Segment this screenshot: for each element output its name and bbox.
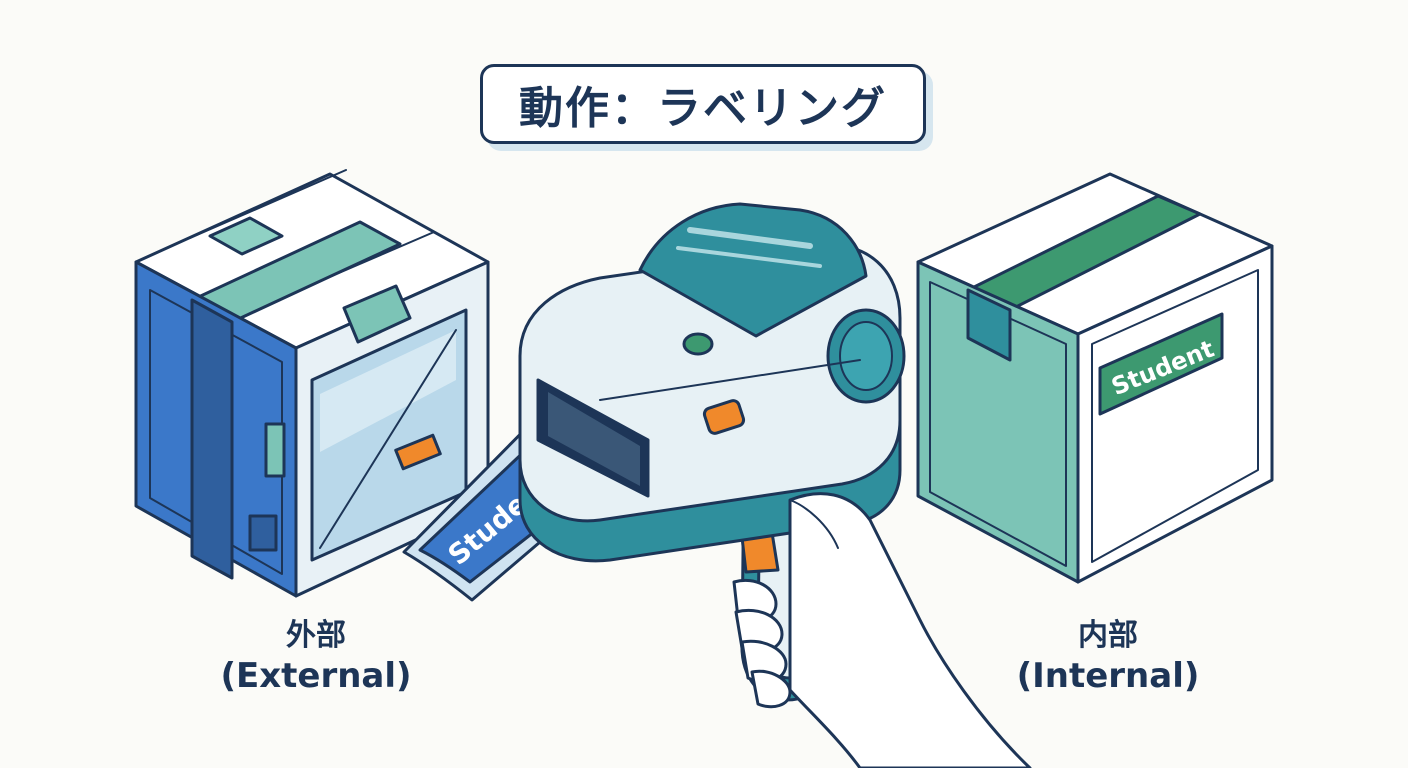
internal-label-jp: 内部	[1078, 618, 1138, 653]
external-label-en: (External)	[220, 656, 412, 696]
title-box: 動作：ラベリング	[480, 64, 926, 144]
internal-label-en: (Internal)	[1016, 656, 1200, 696]
page-title: 動作：ラベリング	[519, 83, 887, 134]
internal-caption: 内部 (Internal)	[958, 616, 1258, 696]
external-label-jp: 外部	[286, 618, 346, 653]
external-box-icon	[134, 169, 490, 598]
internal-box-icon	[916, 172, 1274, 584]
external-caption: 外部 (External)	[166, 616, 466, 696]
hand-icon	[732, 492, 1032, 768]
